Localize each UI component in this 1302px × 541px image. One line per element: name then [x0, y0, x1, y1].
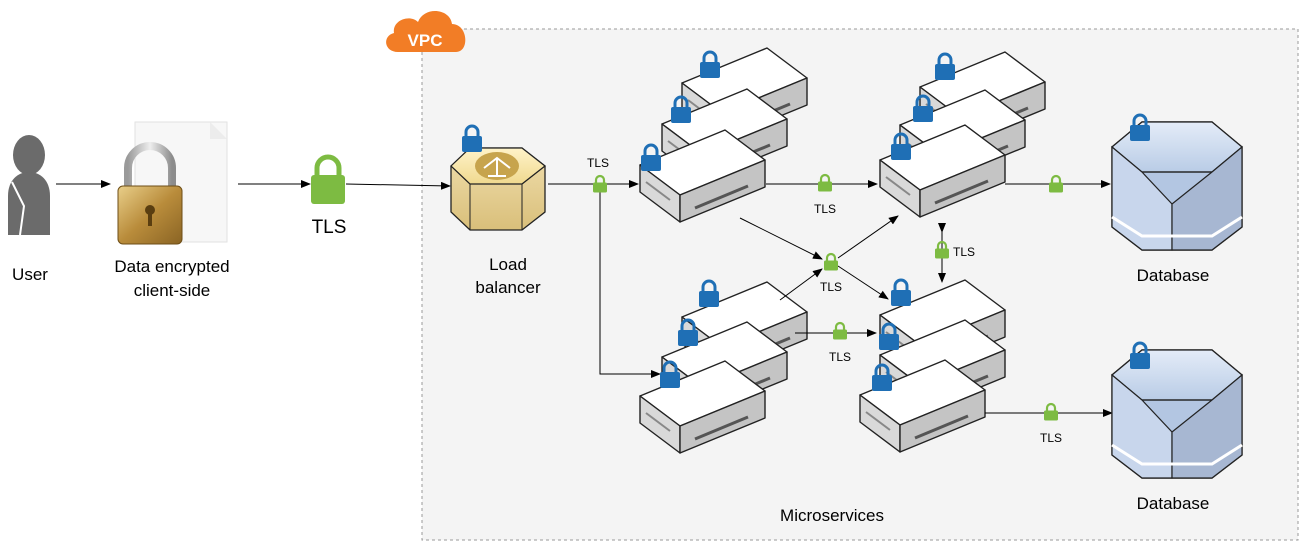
client-label-line2: client-side	[134, 281, 211, 300]
center-tls-label: TLS	[820, 280, 842, 294]
user-icon	[8, 135, 50, 236]
database-bottom-icon	[1110, 348, 1244, 480]
bottom-mid-tls-label: TLS	[829, 350, 851, 364]
lb-label-line1: Load	[489, 255, 527, 274]
encrypted-document-icon	[117, 121, 228, 245]
database-top-label: Database	[1137, 266, 1210, 285]
vpc-badge-label: VPC	[408, 31, 443, 50]
vertical-tls-label: TLS	[953, 245, 975, 259]
db-bottom-tls-label: TLS	[1040, 431, 1062, 445]
tls-big-label: TLS	[312, 217, 347, 238]
database-bottom-label: Database	[1137, 494, 1210, 513]
client-label-line1: Data encrypted	[114, 257, 229, 276]
arrow-top-left-to-center	[739, 217, 823, 260]
arrow-center-to-top-right	[837, 215, 899, 259]
database-top-icon	[1110, 120, 1244, 252]
arrow-lb-to-bottom-services	[599, 186, 661, 378]
vpc-cloud-icon: VPC	[386, 10, 466, 52]
top-mid-tls-label: TLS	[814, 202, 836, 216]
arrow-tls-to-lb	[345, 181, 451, 190]
lb-out-tls-label: TLS	[587, 156, 609, 170]
user-label: User	[12, 265, 48, 284]
arrow-bottom-left-to-center	[779, 268, 823, 301]
arrow-center-to-bottom-right	[837, 265, 889, 300]
tls-lock-icon	[311, 154, 345, 204]
load-balancer-icon	[450, 147, 546, 231]
microservices-label: Microservices	[780, 506, 884, 525]
lb-label-line2: balancer	[475, 278, 541, 297]
